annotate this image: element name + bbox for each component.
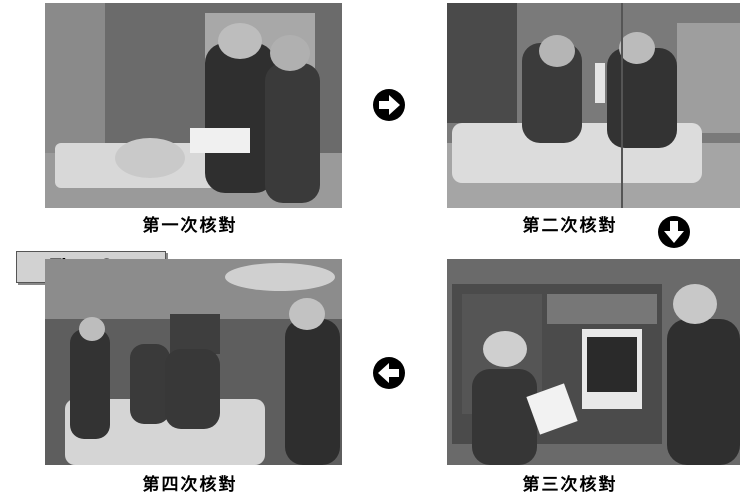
photo-second-check xyxy=(447,3,740,208)
arrow-down-icon xyxy=(658,216,690,248)
photo-fourth-check xyxy=(45,259,342,465)
photo-third-check xyxy=(447,259,740,465)
caption-fourth-check: 第四次核對 xyxy=(142,475,238,495)
photo-first-check xyxy=(45,3,342,208)
caption-third-check: 第三次核對 xyxy=(522,475,618,495)
arrow-right-icon xyxy=(373,89,405,121)
arrow-left-icon xyxy=(373,357,405,389)
caption-first-check: 第一次核對 xyxy=(142,216,238,236)
caption-second-check: 第二次核對 xyxy=(522,216,618,236)
